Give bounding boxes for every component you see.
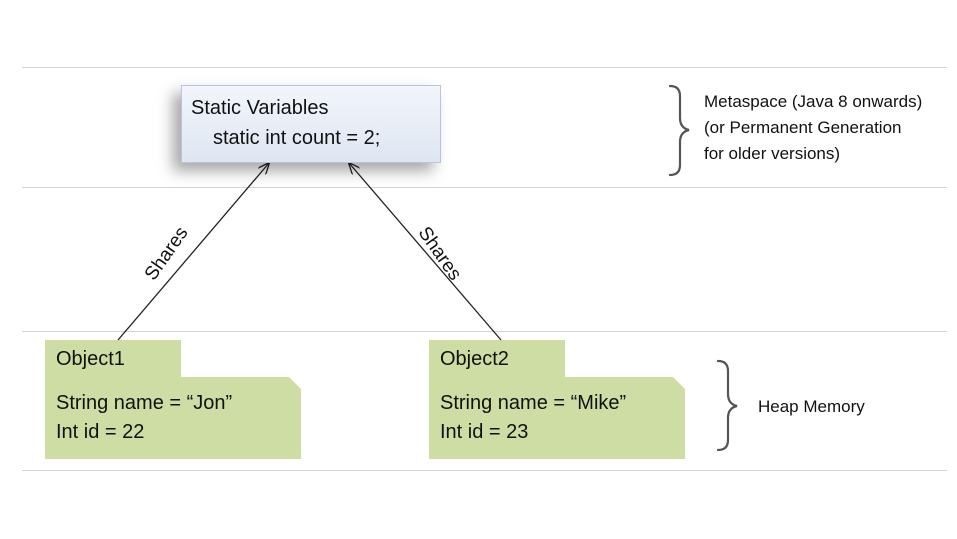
heap-brace: [716, 359, 738, 452]
object2-field-id: Int id = 23: [440, 421, 529, 443]
metaspace-label-line3: for older versions): [704, 144, 841, 163]
heap-memory-label: Heap Memory: [758, 397, 865, 416]
metaspace-label-line2: (or Permanent Generation: [704, 118, 902, 137]
object2-field-name: String name = “Mike”: [440, 392, 627, 414]
divider-line: [22, 470, 947, 471]
static-box-title: Static Variables: [191, 97, 329, 119]
metaspace-label-line1: Metaspace (Java 8 onwards): [704, 92, 923, 111]
shares-arrow-right: [349, 163, 502, 341]
static-variable-declaration: static int count = 2;: [213, 127, 381, 149]
divider-line: [22, 67, 947, 68]
divider-line: [22, 187, 947, 188]
metaspace-brace: [668, 84, 690, 177]
object2-title: Object2: [440, 348, 509, 370]
object1-field-name: String name = “Jon”: [56, 392, 233, 414]
object2-box: [429, 340, 685, 459]
object1-box: [45, 340, 301, 459]
divider-line: [22, 331, 947, 332]
metaspace-annotation: Metaspace (Java 8 onwards) (or Permanent…: [704, 89, 922, 167]
object1-field-id: Int id = 22: [56, 421, 145, 443]
static-variables-box: Static Variables static int count = 2;: [181, 85, 441, 163]
shares-arrow-left: [117, 163, 269, 341]
object1-title: Object1: [56, 348, 125, 370]
